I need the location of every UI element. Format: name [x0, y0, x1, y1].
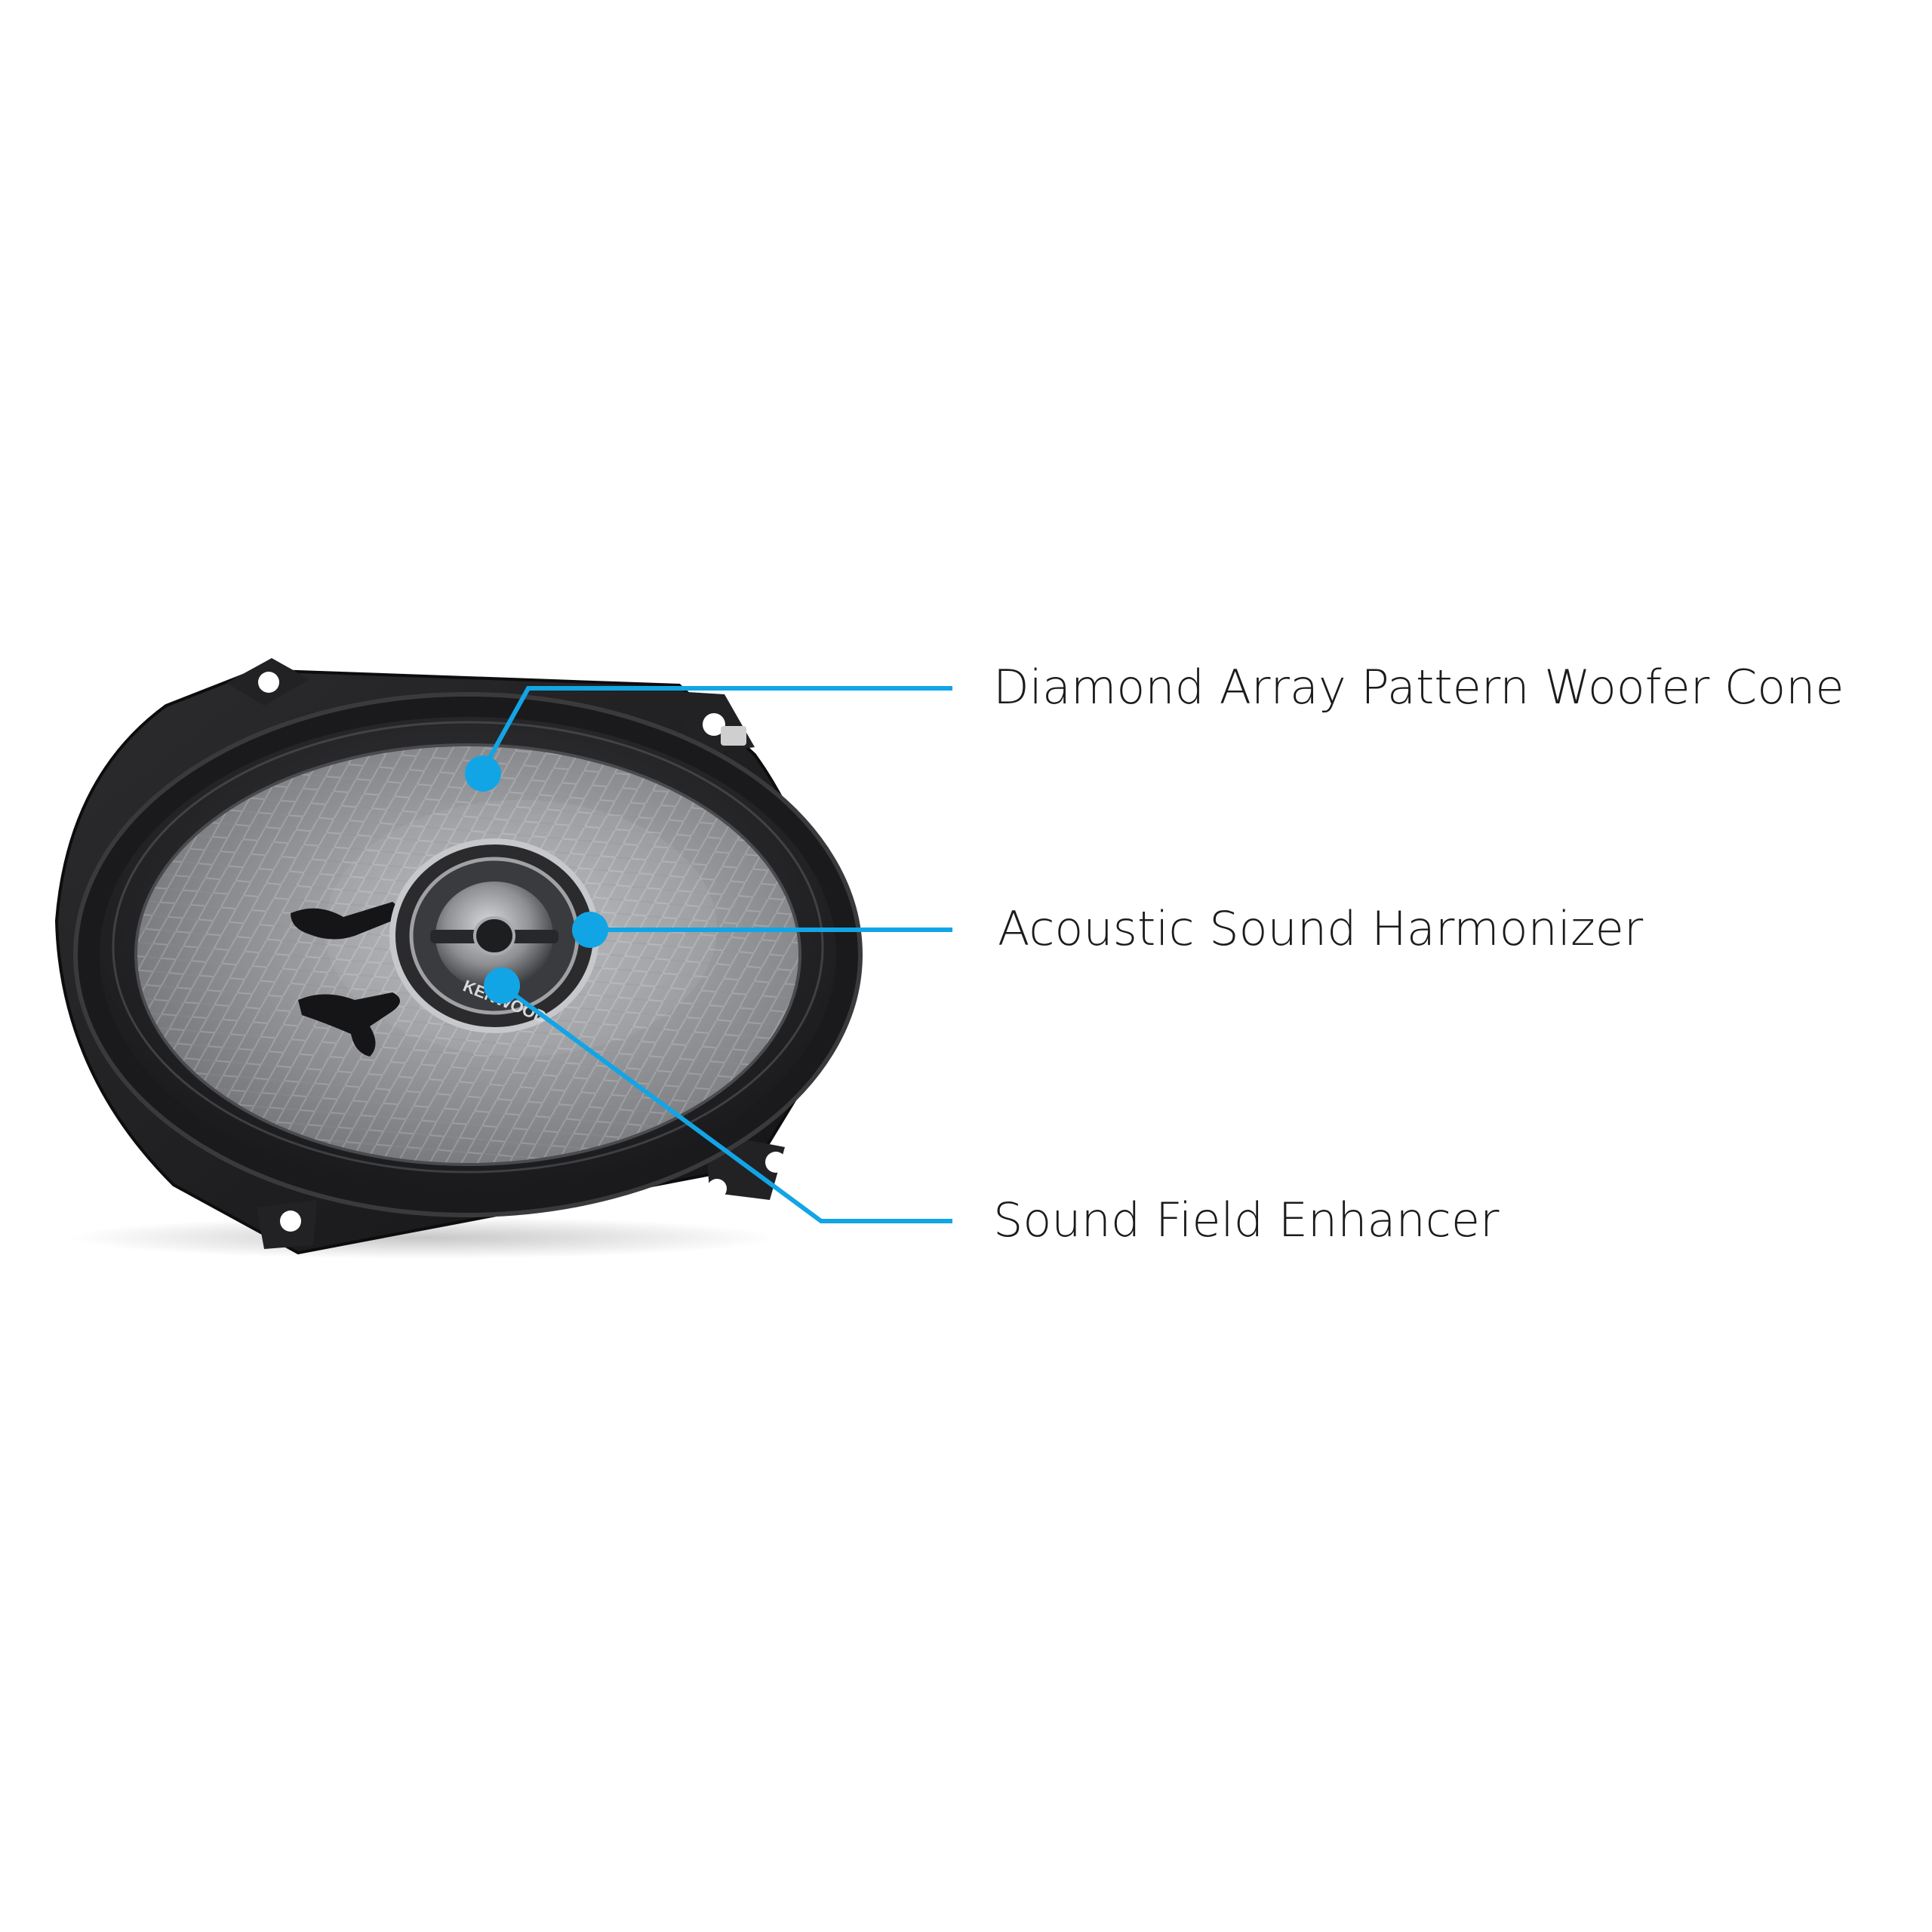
- mount-hole: [707, 1179, 727, 1198]
- tweeter-center: [473, 916, 515, 955]
- callout-label-cone: Diamond Array Pattern Woofer Cone: [993, 660, 1844, 715]
- floor-shadow: [68, 1217, 777, 1259]
- callout-dot-enhancer: [484, 968, 520, 1004]
- callout-label-harmonizer: Acoustic Sound Harmonizer: [998, 901, 1644, 956]
- mount-hole: [258, 672, 279, 693]
- callout-label-enhancer: Sound Field Enhancer: [993, 1192, 1500, 1247]
- mount-hole: [703, 713, 725, 736]
- callout-dot-harmonizer: [572, 912, 608, 948]
- mount-hole: [280, 1211, 301, 1232]
- mount-hole: [765, 1152, 786, 1173]
- enhancer-arm: [291, 902, 398, 940]
- terminal: [721, 726, 746, 746]
- enhancer-arm: [298, 992, 400, 1057]
- callout-line-enhancer: [500, 983, 952, 1223]
- callout-dot-cone: [465, 755, 501, 792]
- surround-highlight: [112, 721, 824, 1174]
- callout-line-cone: [481, 686, 952, 771]
